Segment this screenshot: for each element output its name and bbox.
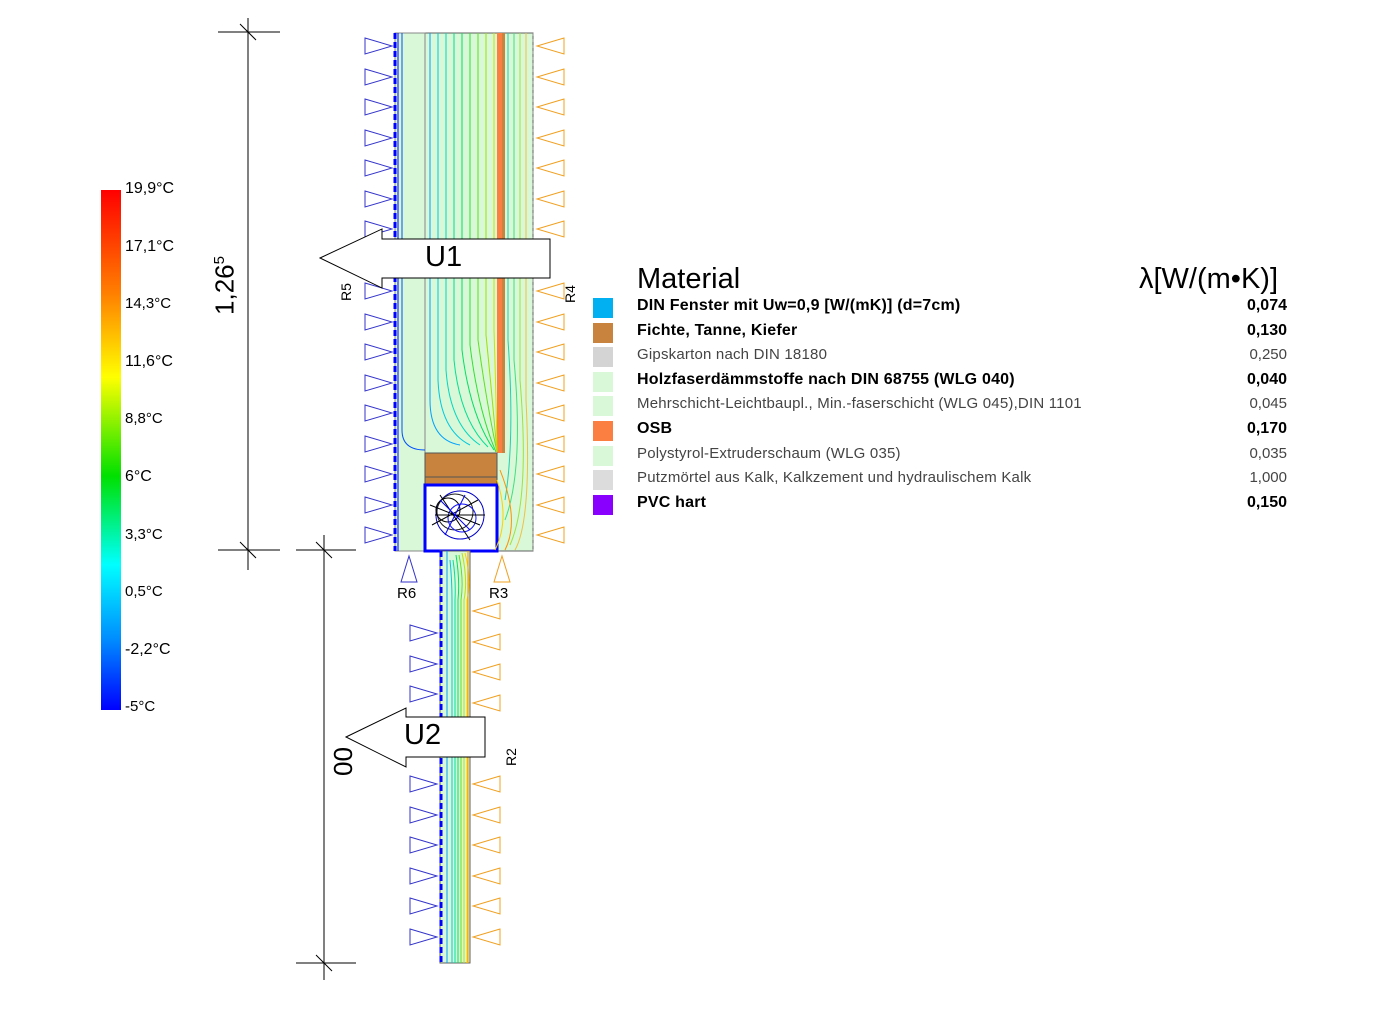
cold-side-markers-lower (409, 624, 439, 946)
legend-color-swatch (593, 396, 613, 417)
legend-color-swatch (593, 298, 613, 318)
warm-side-markers-upper (535, 37, 565, 544)
legend-row: DIN Fenster mit Uw=0,9 [W/(mK)] (d=7cm) 0… (593, 296, 1293, 318)
temperature-scale-label: 3,3°C (125, 525, 163, 543)
temperature-scale-label: 8,8°C (125, 410, 163, 428)
dimension-upper-label: 1,265 (210, 231, 241, 341)
legend-color-swatch (593, 494, 613, 515)
dimension-lower-value: 00 (327, 747, 358, 776)
legend-color-swatch (593, 421, 613, 441)
section-arrow-u2 (344, 707, 486, 768)
upper-wall-section (393, 32, 534, 553)
isotherms-lower (446, 551, 470, 963)
legend-material-name: Mehrschicht-Leichtbaupl., Min.-faserschi… (637, 395, 1082, 413)
section-label-u2: U2 (404, 719, 442, 751)
dimension-lower-label: 00 (327, 747, 358, 776)
legend-material-name: PVC hart (637, 493, 707, 511)
dimension-lower (296, 535, 356, 980)
legend-lambda-value: 0,074 (1246, 297, 1287, 314)
legend-material-name: DIN Fenster mit Uw=0,9 [W/(mK)] (d=7cm) (637, 297, 961, 314)
temperature-scale-label: 19,9°C (125, 180, 175, 197)
legend-material-name: Polystyrol-Extruderschaum (WLG 035) (637, 444, 901, 462)
legend-row: PVC hart 0,150 (593, 493, 1293, 515)
legend-material-name: Putzmörtel aus Kalk, Kalkzement und hydr… (637, 469, 1032, 487)
legend-color-swatch (593, 371, 613, 392)
legend-color-swatch (593, 322, 613, 343)
boundary-marker-r3 (493, 554, 511, 583)
warm-side-markers-lower (471, 602, 501, 946)
boundary-label-r6: R6 (397, 585, 417, 602)
legend-lambda-value: 0,040 (1246, 370, 1287, 388)
legend-material-name: Holzfaserdämmstoffe nach DIN 68755 (WLG … (637, 370, 1015, 388)
temperature-scale-label: 0,5°C (125, 583, 163, 601)
section-label-u1: U1 (425, 241, 463, 273)
dimension-upper-sup: 5 (210, 256, 228, 265)
temperature-scale-label: 14,3°C (125, 295, 172, 313)
legend-lambda-value: 0,035 (1249, 444, 1287, 462)
legend-row: Gipskarton nach DIN 18180 0,250 (593, 345, 1293, 368)
temperature-scale-label: 17,1°C (125, 237, 175, 255)
temperature-scale-label: -2,2°C (125, 640, 171, 658)
boundary-marker-r6 (400, 554, 418, 583)
boundary-label-r5: R5 (337, 283, 354, 301)
section-arrow-u1 (318, 228, 551, 289)
legend-lambda-value: 0,250 (1249, 346, 1287, 364)
legend-color-swatch (593, 347, 613, 368)
temperature-scale-label: 6°C (125, 468, 152, 485)
legend-material-name: Fichte, Tanne, Kiefer (637, 321, 798, 339)
legend-lambda-value: 0,045 (1249, 395, 1287, 413)
boundary-label-r4: R4 (561, 285, 578, 303)
legend-row: OSB 0,170 (593, 419, 1293, 441)
legend-lambda-value: 0,150 (1246, 493, 1287, 511)
boundary-label-r2: R2 (502, 748, 519, 766)
legend-material-name: OSB (637, 420, 673, 437)
dimension-upper-value: 1,26 (209, 264, 240, 315)
legend-material-header: Material (637, 263, 741, 295)
legend-color-swatch (593, 445, 613, 466)
legend-lambda-value: 1,000 (1249, 469, 1287, 487)
temperature-color-bar (101, 190, 121, 710)
legend-row: Putzmörtel aus Kalk, Kalkzement und hydr… (593, 468, 1293, 491)
isotherms-upper (401, 33, 529, 551)
window-frame-detail (429, 490, 485, 541)
dimension-upper (218, 18, 280, 570)
legend-row: Fichte, Tanne, Kiefer 0,130 (593, 321, 1293, 343)
legend-lambda-value: 0,170 (1246, 420, 1287, 437)
temperature-scale-label: -5°C (125, 698, 156, 716)
legend-row: Mehrschicht-Leichtbaupl., Min.-faserschi… (593, 394, 1293, 417)
legend-color-swatch (593, 470, 613, 491)
legend-lambda-header: λ[W/(m•K)] (1139, 263, 1279, 295)
legend-lambda-value: 0,130 (1246, 321, 1287, 339)
legend-row: Holzfaserdämmstoffe nach DIN 68755 (WLG … (593, 370, 1293, 392)
cold-side-markers-upper (364, 37, 394, 544)
legend-row: Polystyrol-Extruderschaum (WLG 035) 0,035 (593, 444, 1293, 466)
boundary-label-r3: R3 (489, 585, 509, 602)
temperature-scale-label: 11,6°C (125, 352, 173, 370)
legend-material-name: Gipskarton nach DIN 18180 (637, 346, 828, 364)
